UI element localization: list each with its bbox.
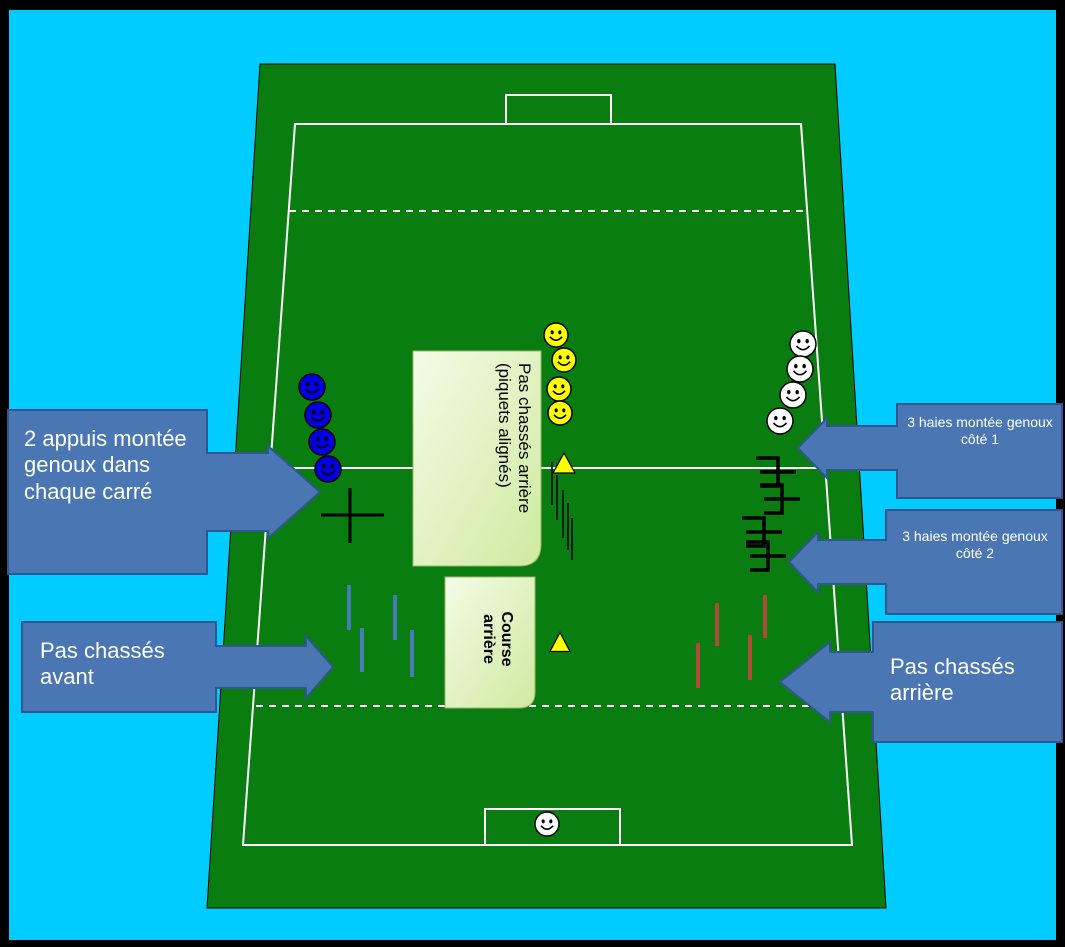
pitch-markings bbox=[241, 94, 854, 846]
white-player-smiley-icon bbox=[786, 355, 814, 383]
blue-player-smiley-icon bbox=[314, 455, 342, 483]
white-player-smiley-icon bbox=[789, 330, 817, 358]
top-goal-area bbox=[505, 94, 612, 124]
pitch bbox=[206, 63, 887, 909]
callout-appuis-text: 2 appuis montée genoux dans chaque carré bbox=[24, 426, 187, 504]
yellow-player-smiley-icon bbox=[551, 347, 577, 373]
callout-chasses-avant-shape bbox=[21, 621, 335, 713]
hurdle-icon bbox=[742, 516, 782, 548]
touchline bbox=[241, 123, 854, 846]
yellow-player-smiley-icon bbox=[543, 322, 569, 348]
goalkeeper-smiley-icon bbox=[534, 811, 560, 837]
blue-player-smiley-icon bbox=[298, 373, 326, 401]
white-player-smiley-icon bbox=[779, 381, 807, 409]
note-piquets-shape bbox=[412, 350, 542, 567]
callout-chasses-avant-text: Pas chassés avant bbox=[40, 638, 165, 690]
callout-haies-2-shape bbox=[787, 509, 1063, 615]
cones-group bbox=[549, 451, 577, 653]
callout-chasses-arriere-shape bbox=[778, 621, 1063, 743]
note-course-arriere-shape bbox=[444, 576, 536, 709]
hurdle-icon bbox=[746, 540, 786, 572]
callout-haies-2-text: 3 haies montée genoux côté 2 bbox=[902, 528, 1048, 561]
bottom-goal-area bbox=[484, 808, 621, 845]
blue-player-smiley-icon bbox=[304, 401, 332, 429]
callout-haies-1-shape bbox=[796, 403, 1063, 499]
players-group bbox=[298, 322, 817, 837]
white-player-smiley-icon bbox=[766, 407, 794, 435]
poles-group bbox=[347, 462, 767, 688]
note-course-arriere-text: Course arrière bbox=[479, 611, 515, 667]
callouts-shapes bbox=[7, 403, 1063, 743]
note-piquets-text: Pas chassés arrière (piquets alignés) bbox=[495, 363, 534, 514]
yellow-player-smiley-icon bbox=[546, 376, 572, 402]
cone-icon bbox=[551, 451, 577, 474]
cross-marker-icon bbox=[321, 488, 384, 543]
blue-player-smiley-icon bbox=[308, 428, 336, 456]
hurdle-icon bbox=[760, 483, 800, 515]
callout-haies-1-text: 3 haies montée genoux côté 1 bbox=[907, 414, 1053, 447]
hurdles-group bbox=[742, 456, 800, 572]
callout-appuis-shape bbox=[7, 409, 322, 575]
cone-icon bbox=[549, 631, 571, 653]
callout-chasses-arriere-text: Pas chassés arrière bbox=[890, 654, 1015, 706]
yellow-player-smiley-icon bbox=[547, 400, 573, 426]
